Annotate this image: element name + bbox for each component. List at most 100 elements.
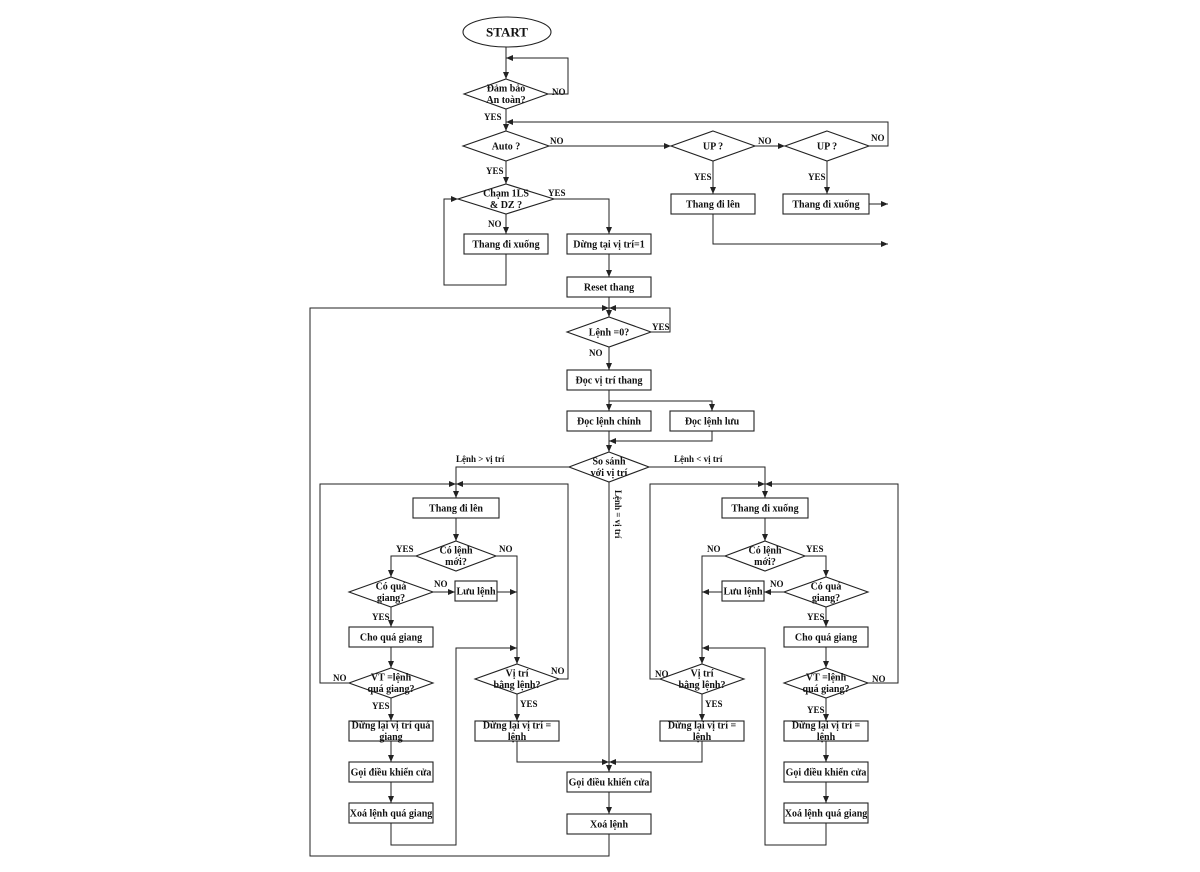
node-docvt-text: Đọc vị trí thang bbox=[576, 375, 643, 386]
node-dvtR-text: lệnh bbox=[693, 732, 712, 743]
node-vtbL-text: bằng lệnh? bbox=[494, 680, 541, 691]
node-choR-box bbox=[783, 626, 869, 648]
node-comoiR-diamond bbox=[723, 540, 807, 572]
node-gdkC: Gọi điều khiển cửa bbox=[566, 771, 652, 793]
node-dqgL-text: Dừng lại vị trí quá bbox=[352, 721, 431, 732]
node-tdxR-text: Thang đi xuống bbox=[731, 503, 798, 514]
node-safe-text: An toàn? bbox=[486, 95, 525, 106]
node-luuR: Lưu lệnh bbox=[721, 580, 765, 602]
edge-label-lenh-eq: Lệnh = vị trí bbox=[613, 490, 623, 539]
node-tdlL: Thang đi lên bbox=[412, 497, 500, 519]
node-tdx0: Thang đi xuống bbox=[463, 233, 549, 255]
edge-label-vtqgR-no: NO bbox=[872, 674, 886, 684]
edge-tdx0-loop-back bbox=[443, 196, 507, 286]
node-reset: Reset thang bbox=[566, 276, 652, 298]
node-xqgR: Xoá lệnh quá giang bbox=[783, 802, 869, 824]
edge-label-cham-no: NO bbox=[488, 219, 502, 229]
node-vtqgR-diamond bbox=[782, 667, 870, 699]
node-dqgL-text: giang bbox=[379, 732, 402, 743]
edge-label-vtqgL-yes: YES bbox=[372, 701, 390, 711]
edge-label-comoiL-no: NO bbox=[499, 544, 513, 554]
node-dvtR-box bbox=[659, 720, 745, 742]
edge-label-vtqgR-yes: YES bbox=[807, 705, 825, 715]
node-sosanh-text: So sánh bbox=[592, 457, 626, 468]
edge-vtqgL-no-loop bbox=[319, 481, 456, 684]
edge-lenh0-yes-loop bbox=[609, 305, 671, 333]
edge-docluu-to-sosanh bbox=[609, 431, 713, 444]
node-lenh0-text: Lệnh =0? bbox=[589, 327, 629, 338]
node-choR: Cho quá giang bbox=[783, 626, 869, 648]
node-tdl1: Thang đi lên bbox=[670, 193, 756, 215]
node-lenh0-diamond bbox=[565, 316, 653, 348]
edge-vtbL-no-loop bbox=[456, 481, 569, 680]
node-safe-text: Đảm bảo bbox=[487, 84, 526, 95]
node-luuL: Lưu lệnh bbox=[454, 580, 498, 602]
edge-label-vtbR-yes: YES bbox=[705, 699, 723, 709]
node-dung1: Dừng tại vị trí=1 bbox=[566, 233, 652, 255]
node-up2: UP ? bbox=[783, 130, 871, 162]
edge-label-cham-yes: YES bbox=[548, 188, 566, 198]
node-xoaC-box bbox=[566, 813, 652, 835]
edge-label-coquaL-yes: YES bbox=[372, 612, 390, 622]
node-xqgR-text: Xoá lệnh quá giang bbox=[785, 808, 868, 819]
node-docchinh-text: Đọc lệnh chính bbox=[577, 416, 641, 427]
node-dvtR-text: Dừng lại vị trí = bbox=[668, 721, 737, 732]
node-reset-text: Reset thang bbox=[584, 282, 634, 293]
node-dvtL-text: lệnh bbox=[508, 732, 527, 743]
node-luuR-text: Lưu lệnh bbox=[723, 586, 763, 597]
node-dvtL-box bbox=[474, 720, 560, 742]
edge-label-lenh0-no: NO bbox=[589, 348, 603, 358]
edge-comoiR-no-to-vtbR bbox=[699, 555, 725, 664]
node-vtbR-text: bằng lệnh? bbox=[679, 680, 726, 691]
node-vtqgR-text: quá giang? bbox=[803, 684, 850, 695]
edge-label-up1-yes: YES bbox=[694, 172, 712, 182]
node-gdkR: Gọi điều khiển cửa bbox=[783, 761, 869, 783]
node-comoiR-text: Có lệnh bbox=[748, 546, 782, 557]
edge-docvt-to-docluu bbox=[609, 400, 715, 411]
node-tdx1-box bbox=[782, 193, 870, 215]
node-docvt-box bbox=[566, 369, 652, 391]
node-start: START bbox=[462, 16, 552, 48]
node-up2-diamond bbox=[783, 130, 871, 162]
edge-vtbR-no-loop bbox=[649, 481, 765, 680]
node-gdkR-box bbox=[783, 761, 869, 783]
node-auto-diamond bbox=[461, 130, 551, 162]
node-reset-box bbox=[566, 276, 652, 298]
node-vtbL-diamond bbox=[473, 663, 561, 695]
edge-label-up1-no: NO bbox=[758, 136, 772, 146]
node-start-text: START bbox=[486, 25, 528, 40]
edge-label-lenh-lt: Lệnh < vị trí bbox=[674, 454, 723, 464]
node-cham-text: Chạm 1LS bbox=[483, 189, 529, 200]
edge-comoiL-no-to-vtbL bbox=[496, 555, 520, 664]
node-gdkL-box bbox=[348, 761, 434, 783]
node-dqgL-box bbox=[348, 720, 434, 742]
flowchart-edges bbox=[309, 47, 899, 857]
node-dung1-text: Dừng tại vị trí=1 bbox=[573, 239, 644, 250]
node-vtbR-text: Vị trí bbox=[690, 669, 713, 680]
node-lenh0: Lệnh =0? bbox=[565, 316, 653, 348]
edge-label-vtbL-yes: YES bbox=[520, 699, 538, 709]
node-sosanh-text: với vị trí bbox=[591, 468, 628, 479]
edge-tdl1-to-merge bbox=[712, 214, 888, 247]
node-choL-text: Cho quá giang bbox=[360, 632, 422, 643]
edge-label-lenh0-yes: YES bbox=[652, 322, 670, 332]
node-docluu-box bbox=[669, 410, 755, 432]
edge-vtqgR-no-loop bbox=[765, 481, 899, 684]
edge-label-comoiR-yes: YES bbox=[806, 544, 824, 554]
node-comoiR-text: mới? bbox=[754, 557, 776, 568]
node-xqgL-box bbox=[348, 802, 434, 824]
edge-xqgL-return bbox=[390, 645, 517, 846]
node-choL: Cho quá giang bbox=[348, 626, 434, 648]
node-comoiL-diamond bbox=[414, 540, 498, 572]
edge-label-safe-no: NO bbox=[552, 87, 566, 97]
edge-label-up2-yes: YES bbox=[808, 172, 826, 182]
node-cham-text: & DZ ? bbox=[490, 200, 522, 211]
edge-label-vtbL-no: NO bbox=[551, 666, 565, 676]
